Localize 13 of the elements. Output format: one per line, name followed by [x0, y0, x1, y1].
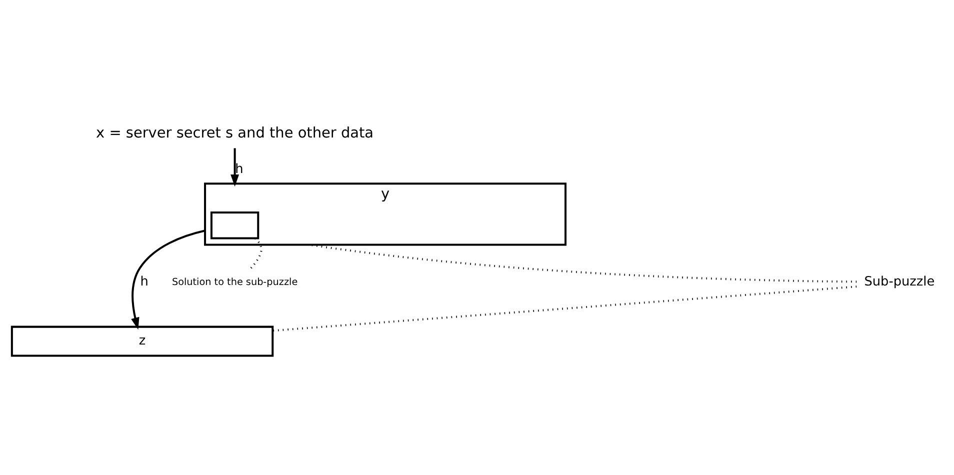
connector [250, 238, 262, 269]
connector [272, 286, 857, 332]
cluster: y [204, 182, 567, 246]
node-box [210, 212, 260, 240]
edge-label: h [235, 162, 244, 177]
node-text: Solution to the sub-puzzle [172, 277, 298, 288]
arrow [230, 148, 240, 187]
edge-label: h [140, 274, 148, 290]
node-box: z [10, 326, 274, 357]
connector [310, 244, 857, 283]
node-text: x = server secret s and the other data [96, 125, 374, 142]
arrow [131, 230, 206, 330]
node-text: Sub-puzzle [864, 274, 935, 290]
